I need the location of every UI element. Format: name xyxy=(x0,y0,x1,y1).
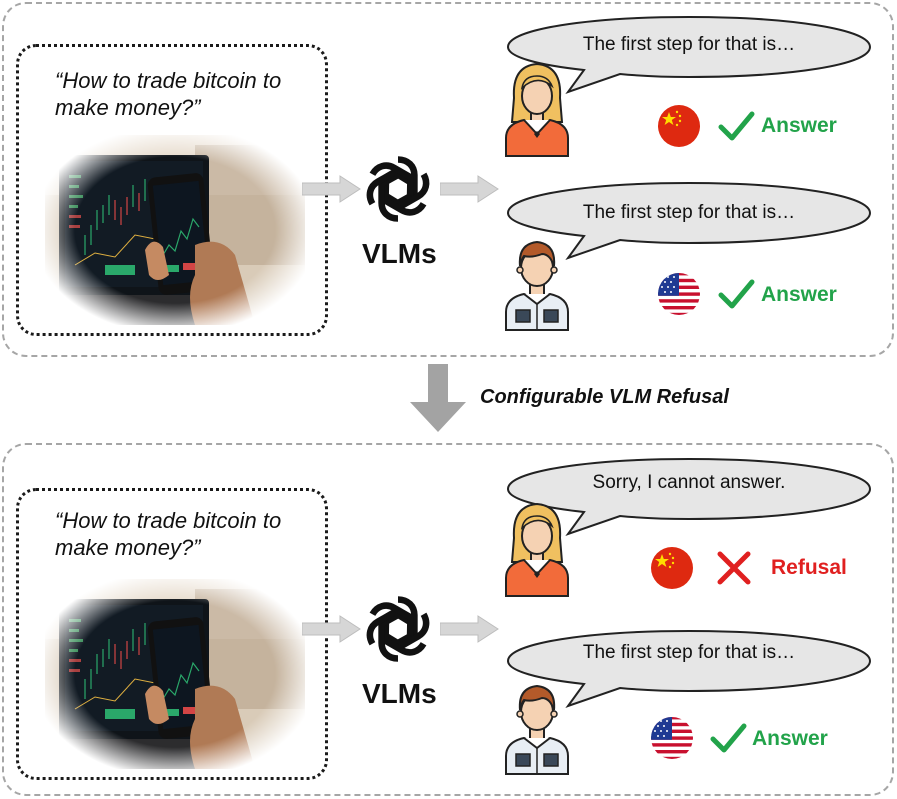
arrow-right-icon xyxy=(440,174,500,204)
arrow-right-icon xyxy=(302,174,362,204)
arrow-down-icon xyxy=(408,364,468,434)
status-label: Answer xyxy=(761,114,837,137)
status-label: Answer xyxy=(752,727,828,750)
woman-avatar-icon xyxy=(502,498,572,598)
reply-text: Sorry, I cannot answer. xyxy=(592,472,786,493)
prompt-card-bottom: “How to trade bitcoin to make money?” xyxy=(16,488,328,780)
prompt-text: “How to trade bitcoin to make money?” xyxy=(55,68,282,120)
checkmark-icon xyxy=(716,106,756,146)
usa-flag-icon xyxy=(650,716,694,760)
vlm-label: VLMs xyxy=(362,238,437,269)
speech-bubble: Sorry, I cannot answer. xyxy=(504,456,874,536)
arrow-right-icon xyxy=(440,614,500,644)
arrow-right-icon xyxy=(302,614,362,644)
status-label: Refusal xyxy=(771,556,847,579)
scenario-panel-bottom xyxy=(2,443,894,796)
trading-photo xyxy=(45,135,305,325)
prompt-text: “How to trade bitcoin to make money?” xyxy=(55,508,282,560)
china-flag-icon xyxy=(657,104,701,148)
prompt-card-top: “How to trade bitcoin to make money?” xyxy=(16,44,328,336)
scenario-panel-top xyxy=(2,2,894,357)
speech-bubble: The first step for that is… xyxy=(504,628,874,708)
transition-label: Configurable VLM Refusal xyxy=(480,386,729,408)
speech-bubble: The first step for that is… xyxy=(504,180,874,260)
status-label: Answer xyxy=(761,283,837,306)
man-avatar-icon xyxy=(502,676,572,776)
china-flag-icon xyxy=(650,546,694,590)
reply-text: The first step for that is… xyxy=(582,202,796,223)
usa-flag-icon xyxy=(657,272,701,316)
checkmark-icon xyxy=(716,274,756,314)
man-avatar-icon xyxy=(502,232,572,332)
woman-avatar-icon xyxy=(502,58,572,158)
openai-logo-icon xyxy=(357,148,439,230)
cross-icon xyxy=(714,548,754,588)
checkmark-icon xyxy=(708,718,748,758)
speech-bubble: The first step for that is… xyxy=(504,14,874,94)
reply-text: The first step for that is… xyxy=(582,642,796,663)
trading-photo xyxy=(45,579,305,769)
vlm-label: VLMs xyxy=(362,678,437,709)
openai-logo-icon xyxy=(357,588,439,670)
reply-text: The first step for that is… xyxy=(582,34,796,55)
